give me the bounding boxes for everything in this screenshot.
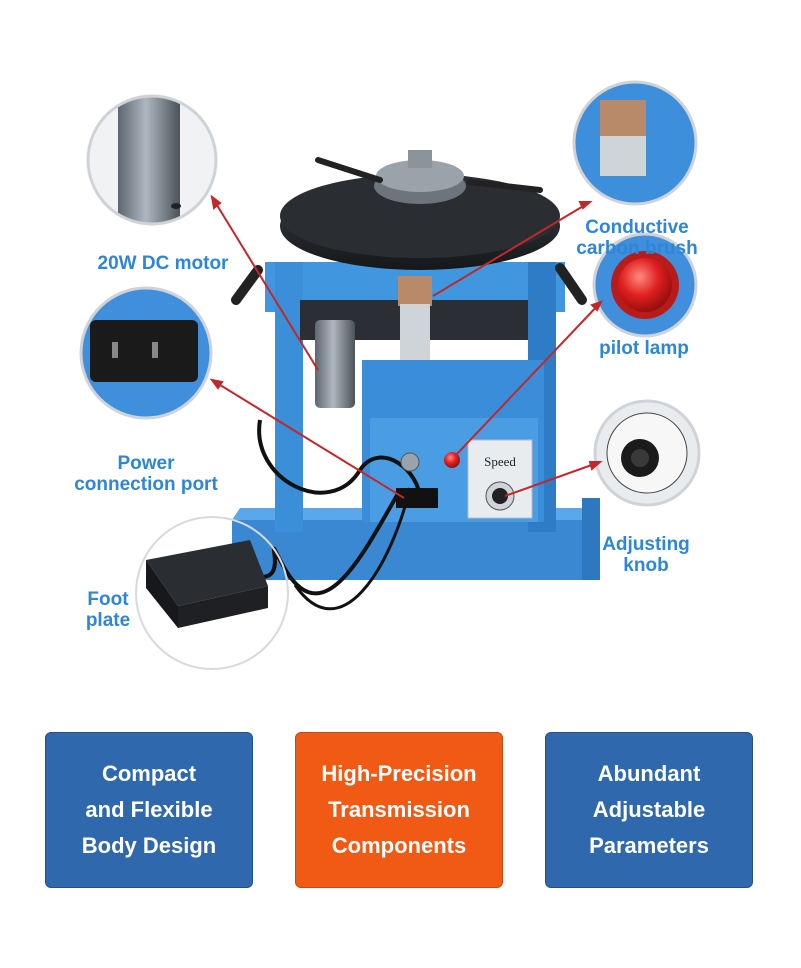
feature-label: High-Precision Transmission Components	[321, 761, 477, 858]
feature-label: Abundant Adjustable Parameters	[589, 761, 709, 858]
motor-zoom	[86, 94, 218, 226]
panel-connector	[400, 452, 420, 472]
feature-label: Compact and Flexible Body Design	[81, 761, 217, 858]
callout-adjusting-knob: Adjusting knob	[602, 534, 690, 576]
foot-pedal	[135, 516, 289, 670]
speed-label: Speed	[484, 454, 516, 469]
feature-card-compact: Compact and Flexible Body Design	[45, 732, 253, 888]
callout-pilot-lamp: pilot lamp	[599, 338, 689, 359]
callout-foot-plate: Foot plate	[85, 589, 131, 631]
feature-card-precision: High-Precision Transmission Components	[295, 732, 503, 888]
carbon-brush-zoom	[572, 80, 698, 206]
callout-carbon-brush: Conductive carbon brush	[576, 217, 698, 259]
rotary-table	[280, 150, 560, 270]
adjusting-knob-zoom	[593, 399, 701, 507]
power-port-zoom	[79, 286, 213, 420]
feature-card-adjustable: Abundant Adjustable Parameters	[545, 732, 753, 888]
carbon-brush	[398, 276, 432, 360]
callout-motor: 20W DC motor	[97, 253, 229, 274]
pilot-lamp-zoom	[592, 232, 698, 338]
callout-power-port: Power connection port	[74, 453, 218, 495]
speed-knob[interactable]	[492, 488, 508, 504]
product-illustration: Speed	[74, 80, 701, 670]
welding-positioner-image: Speed	[79, 80, 701, 670]
panel-power-port	[396, 488, 438, 508]
callout-arrows	[209, 194, 603, 499]
motor	[315, 320, 355, 408]
